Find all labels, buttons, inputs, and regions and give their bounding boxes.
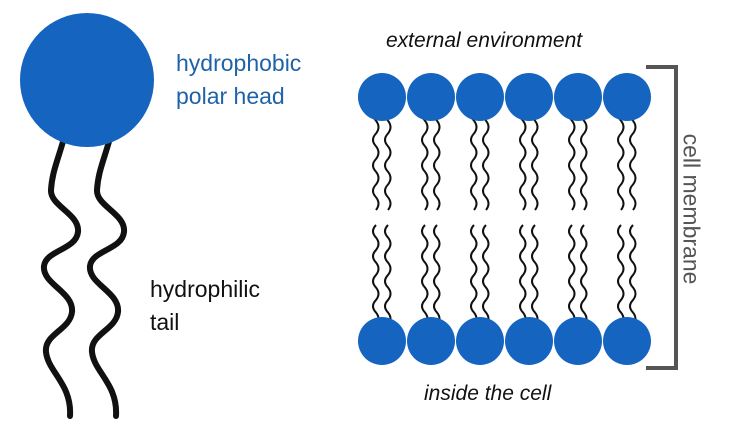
polar-head — [20, 13, 154, 147]
inner-tail — [470, 224, 478, 326]
outer-head — [358, 73, 406, 121]
tail-label-line-2: tail — [150, 309, 180, 335]
inner-tail — [433, 224, 441, 326]
inner-head — [358, 317, 406, 365]
single-phospholipid — [20, 13, 154, 419]
inner-tail — [421, 224, 429, 326]
inner-tail — [617, 224, 625, 326]
head-label-line-2: polar head — [176, 83, 285, 109]
outer-tail — [617, 107, 625, 211]
membrane-bracket — [646, 65, 678, 370]
inner-tail — [629, 224, 637, 326]
outer-tail — [372, 107, 380, 211]
head-label-line-1: hydrophobic — [176, 50, 302, 76]
outer-tail — [629, 107, 637, 211]
inner-head — [407, 317, 455, 365]
inner-tail — [384, 224, 392, 326]
external-environment-label: external environment — [386, 29, 583, 52]
inner-head — [505, 317, 553, 365]
outer-tail — [519, 107, 527, 211]
head-label: hydrophobic polar head — [176, 47, 301, 113]
outer-head — [407, 73, 455, 121]
inner-tail — [580, 224, 588, 326]
outer-head — [456, 73, 504, 121]
outer-head — [554, 73, 602, 121]
outer-tail — [482, 107, 490, 211]
inner-tail — [519, 224, 527, 326]
inner-tail — [531, 224, 539, 326]
tail-chain-1 — [41, 135, 81, 419]
outer-head — [505, 73, 553, 121]
inner-head — [456, 317, 504, 365]
outer-tail — [580, 107, 588, 211]
tail-chain-2 — [87, 135, 127, 419]
inner-tail — [482, 224, 490, 326]
outer-tail — [421, 107, 429, 211]
inner-tail — [372, 224, 380, 326]
outer-tail — [531, 107, 539, 211]
outer-tail — [568, 107, 576, 211]
outer-tail — [433, 107, 441, 211]
lipid-bilayer — [358, 73, 651, 365]
outer-head — [603, 73, 651, 121]
tail-label: hydrophilic tail — [150, 273, 260, 339]
inner-head — [554, 317, 602, 365]
inside-cell-label: inside the cell — [424, 382, 552, 405]
outer-tail — [470, 107, 478, 211]
cell-membrane-text: cell membrane — [678, 133, 705, 285]
inner-head — [603, 317, 651, 365]
tail-label-line-1: hydrophilic — [150, 276, 260, 302]
outer-tail — [384, 107, 392, 211]
inner-tail — [568, 224, 576, 326]
